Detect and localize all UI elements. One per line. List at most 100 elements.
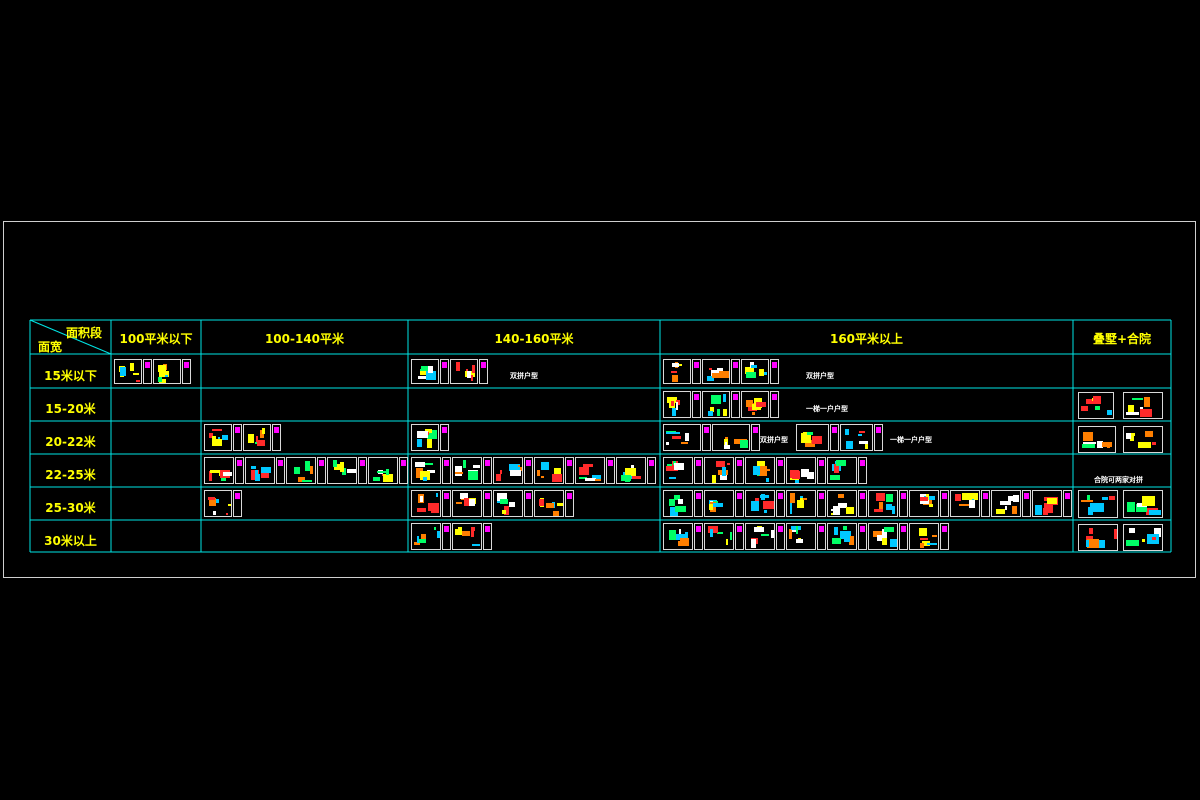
plan-legend-strip xyxy=(606,457,615,484)
floorplan-thumbnail xyxy=(663,457,693,484)
floorplan-thumbnail xyxy=(712,424,750,451)
plan-legend-strip xyxy=(143,359,152,384)
plan-legend-strip xyxy=(940,523,949,550)
plan-legend-strip xyxy=(858,457,867,484)
floorplan-thumbnail xyxy=(745,490,775,517)
plan-legend-strip xyxy=(442,523,451,550)
column-header-4: 160平米以上 xyxy=(829,332,904,346)
floorplan-thumbnail xyxy=(411,490,441,517)
plan-legend-strip xyxy=(830,424,839,451)
floorplan-thumbnail xyxy=(411,424,439,451)
plan-legend-strip xyxy=(317,457,326,484)
plan-legend-strip xyxy=(440,424,449,451)
floorplan-thumbnail xyxy=(663,490,693,517)
floorplan-thumbnail xyxy=(1078,490,1118,518)
floorplan-thumbnail xyxy=(796,424,829,451)
floorplan-thumbnail xyxy=(663,424,701,451)
plan-legend-strip xyxy=(440,359,449,384)
note-one-unit-160: 一梯一户户型 xyxy=(806,405,848,413)
floorplan-thumbnail xyxy=(704,490,734,517)
plan-legend-strip xyxy=(694,523,703,550)
plan-legend-strip xyxy=(233,490,242,517)
plan-legend-strip xyxy=(817,457,826,484)
floorplan-thumbnail xyxy=(786,457,816,484)
plan-legend-strip xyxy=(692,359,701,384)
plan-legend-strip xyxy=(735,490,744,517)
floorplan-thumbnail xyxy=(153,359,181,384)
floorplan-thumbnail xyxy=(704,523,734,550)
plan-legend-strip xyxy=(751,424,760,451)
floorplan-thumbnail xyxy=(245,457,275,484)
plan-legend-strip xyxy=(735,523,744,550)
plan-legend-strip xyxy=(731,391,740,418)
floorplan-thumbnail xyxy=(204,457,234,484)
note-courtyard: 合院可两家对拼 xyxy=(1094,476,1143,484)
plan-legend-strip xyxy=(858,490,867,517)
floorplan-thumbnail xyxy=(840,424,873,451)
plan-legend-strip xyxy=(858,523,867,550)
plan-legend-strip xyxy=(940,490,949,517)
floorplan-thumbnail xyxy=(702,391,730,418)
plan-legend-strip xyxy=(770,359,779,384)
plan-legend-strip xyxy=(817,490,826,517)
floorplan-thumbnail xyxy=(1123,524,1163,551)
floorplan-thumbnail xyxy=(204,424,232,451)
plan-legend-strip xyxy=(399,457,408,484)
floorplan-thumbnail xyxy=(411,457,441,484)
floorplan-thumbnail xyxy=(909,490,939,517)
floorplan-thumbnail xyxy=(450,359,478,384)
row-header-4: 22-25米 xyxy=(45,468,96,482)
floorplan-thumbnail xyxy=(616,457,646,484)
floorplan-thumbnail xyxy=(663,391,691,418)
floorplan-thumbnail xyxy=(827,523,857,550)
plan-legend-strip xyxy=(276,457,285,484)
plan-legend-strip xyxy=(874,424,883,451)
column-header-5: 叠墅+合院 xyxy=(1092,332,1152,346)
floorplan-thumbnail xyxy=(493,490,523,517)
floorplan-thumbnail xyxy=(452,490,482,517)
floorplan-thumbnail xyxy=(452,457,482,484)
plan-legend-strip xyxy=(524,457,533,484)
floorplan-thumbnail xyxy=(663,359,691,384)
note-duplex-160: 双拼户型 xyxy=(806,372,834,380)
plan-legend-strip xyxy=(483,457,492,484)
plan-legend-strip xyxy=(899,523,908,550)
plan-legend-strip xyxy=(702,424,711,451)
plan-legend-strip xyxy=(524,490,533,517)
floorplan-thumbnail xyxy=(827,457,857,484)
note-duplex-140: 双拼户型 xyxy=(510,372,538,380)
drawing-frame xyxy=(3,221,1196,578)
plan-legend-strip xyxy=(770,391,779,418)
plan-legend-strip xyxy=(565,457,574,484)
plan-legend-strip xyxy=(817,523,826,550)
plan-legend-strip xyxy=(483,490,492,517)
floorplan-thumbnail xyxy=(575,457,605,484)
floorplan-thumbnail xyxy=(827,490,857,517)
corner-header-area: 面积段 xyxy=(66,326,103,340)
floorplan-thumbnail xyxy=(1078,426,1116,453)
floorplan-thumbnail xyxy=(1123,490,1163,518)
plan-legend-strip xyxy=(647,457,656,484)
plan-legend-strip xyxy=(694,490,703,517)
plan-legend-strip xyxy=(1022,490,1031,517)
floorplan-thumbnail xyxy=(243,424,271,451)
plan-legend-strip xyxy=(899,490,908,517)
row-header-1: 15米以下 xyxy=(44,369,97,383)
column-header-1: 100平米以下 xyxy=(119,332,193,346)
floorplan-thumbnail xyxy=(493,457,523,484)
floorplan-thumbnail xyxy=(1078,524,1118,551)
plan-legend-strip xyxy=(235,457,244,484)
floorplan-thumbnail xyxy=(534,457,564,484)
plan-legend-strip xyxy=(735,457,744,484)
corner-header-width: 面宽 xyxy=(38,340,63,354)
floorplan-thumbnail xyxy=(663,523,693,550)
plan-legend-strip xyxy=(776,457,785,484)
floorplan-thumbnail xyxy=(452,523,482,550)
floorplan-thumbnail xyxy=(1078,392,1114,419)
floorplan-thumbnail xyxy=(204,490,232,517)
note-one-unit-160-row3: 一梯一户户型 xyxy=(890,436,932,444)
plan-legend-strip xyxy=(182,359,191,384)
row-header-2: 15-20米 xyxy=(45,402,96,416)
plan-legend-strip xyxy=(483,523,492,550)
